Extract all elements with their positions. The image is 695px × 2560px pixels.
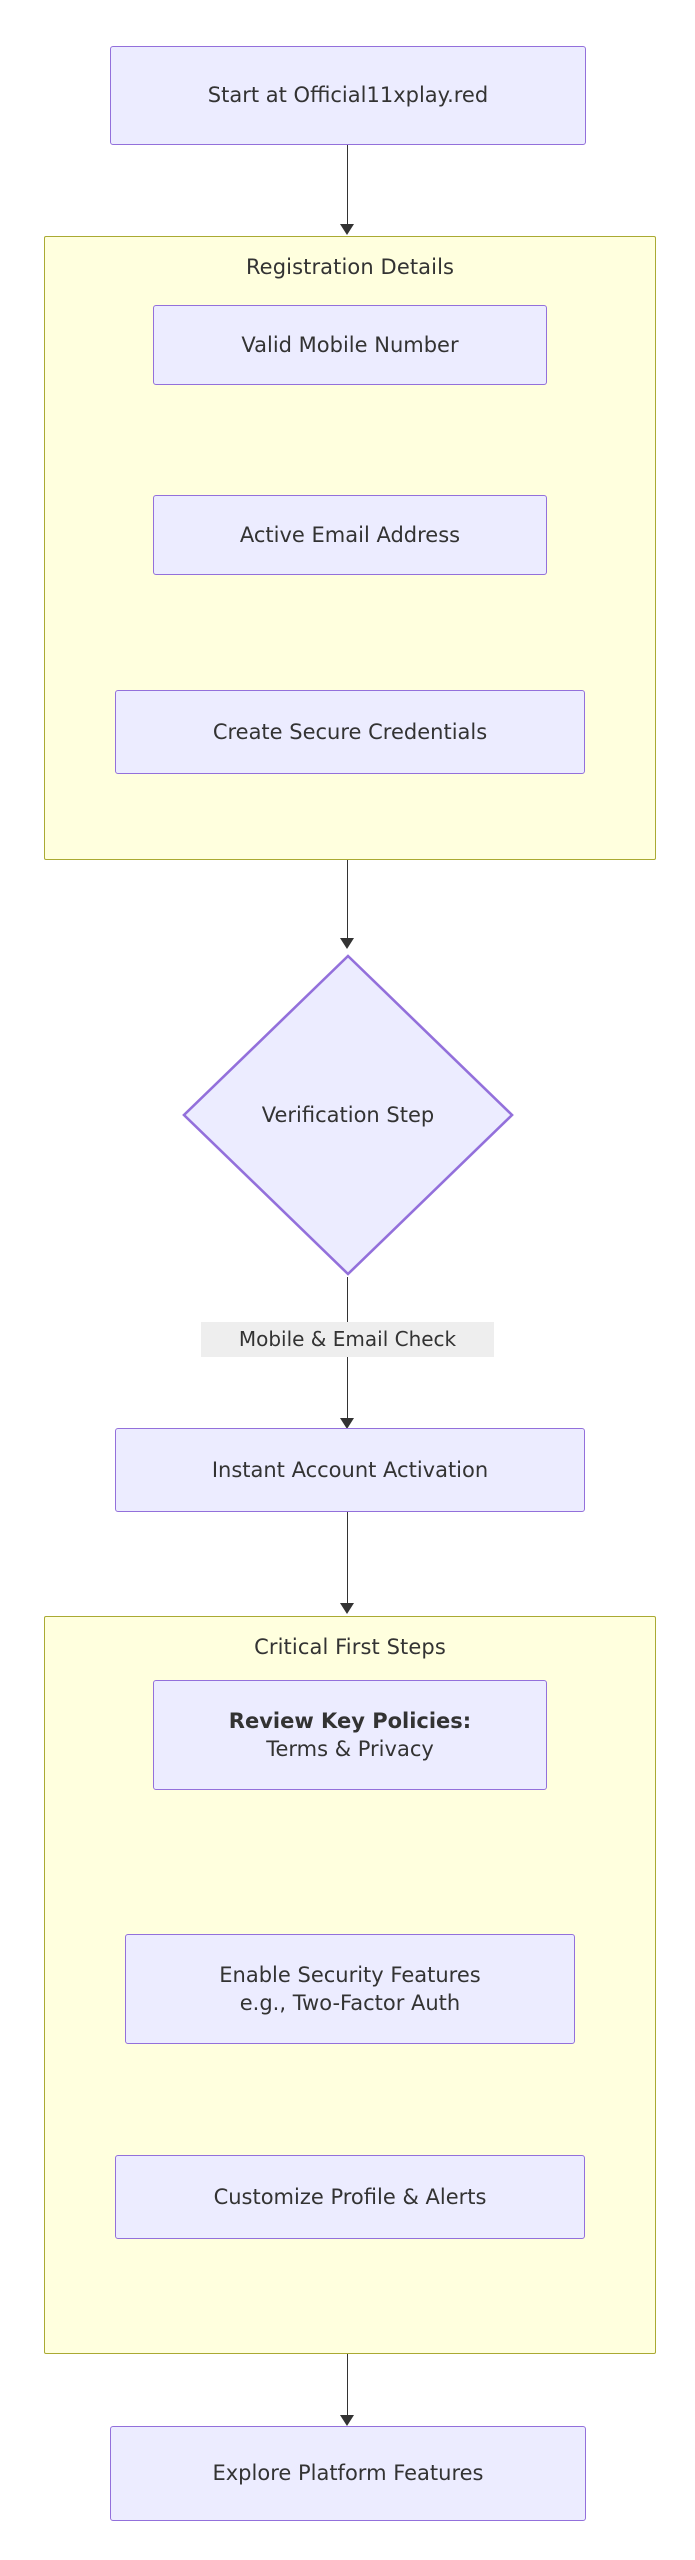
- node-start-label: Start at Official11xplay.red: [207, 83, 489, 108]
- node-create-secure-credentials[interactable]: Create Secure Credentials: [115, 690, 585, 774]
- arrowhead-activation-to-critical: [340, 1603, 354, 1614]
- node-active-email-address[interactable]: Active Email Address: [153, 495, 547, 575]
- subgraph-critical-first-steps-title: Critical First Steps: [254, 1635, 446, 1659]
- node-create-secure-credentials-label: Create Secure Credentials: [212, 719, 488, 744]
- node-explore-platform-features[interactable]: Explore Platform Features: [110, 2426, 586, 2521]
- node-instant-account-activation[interactable]: Instant Account Activation: [115, 1428, 585, 1512]
- arrowhead-start-to-registration: [340, 224, 354, 235]
- node-valid-mobile-number[interactable]: Valid Mobile Number: [153, 305, 547, 385]
- node-enable-security-features[interactable]: Enable Security Features e.g., Two-Facto…: [125, 1934, 575, 2044]
- node-start[interactable]: Start at Official11xplay.red: [110, 46, 586, 145]
- arrowhead-registration-to-verification: [340, 938, 354, 949]
- node-verification-step[interactable]: Verification Step: [181, 953, 515, 1277]
- node-enable-security-features-line2: e.g., Two-Factor Auth: [239, 1991, 461, 2015]
- edge-activation-to-critical: [347, 1512, 348, 1604]
- node-enable-security-features-line1: Enable Security Features: [219, 1962, 481, 1987]
- node-customize-profile-alerts[interactable]: Customize Profile & Alerts: [115, 2155, 585, 2239]
- node-explore-platform-features-label: Explore Platform Features: [212, 2461, 484, 2486]
- diamond-shape-icon: [182, 954, 514, 1276]
- node-verification-step-label: Verification Step: [261, 1103, 435, 1127]
- node-active-email-address-label: Active Email Address: [239, 522, 461, 547]
- node-valid-mobile-number-label: Valid Mobile Number: [241, 332, 459, 357]
- edge-label-mobile-email-check: Mobile & Email Check: [201, 1322, 494, 1357]
- node-review-key-policies[interactable]: Review Key Policies: Terms & Privacy: [153, 1680, 547, 1790]
- node-review-key-policies-line1: Review Key Policies:: [228, 1708, 472, 1733]
- edge-registration-to-verification: [347, 860, 348, 939]
- node-enable-security-features-text: Enable Security Features e.g., Two-Facto…: [219, 1961, 480, 2018]
- subgraph-registration-details-title: Registration Details: [245, 255, 455, 279]
- node-review-key-policies-line2: Terms & Privacy: [266, 1737, 434, 1761]
- edge-start-to-registration: [347, 145, 348, 225]
- arrowhead-critical-to-explore: [340, 2415, 354, 2426]
- node-review-key-policies-text: Review Key Policies: Terms & Privacy: [229, 1707, 471, 1764]
- arrowhead-verification-to-activation: [340, 1418, 354, 1429]
- edge-critical-to-explore: [347, 2354, 348, 2416]
- node-customize-profile-alerts-label: Customize Profile & Alerts: [213, 2184, 487, 2209]
- node-instant-account-activation-label: Instant Account Activation: [211, 1457, 489, 1482]
